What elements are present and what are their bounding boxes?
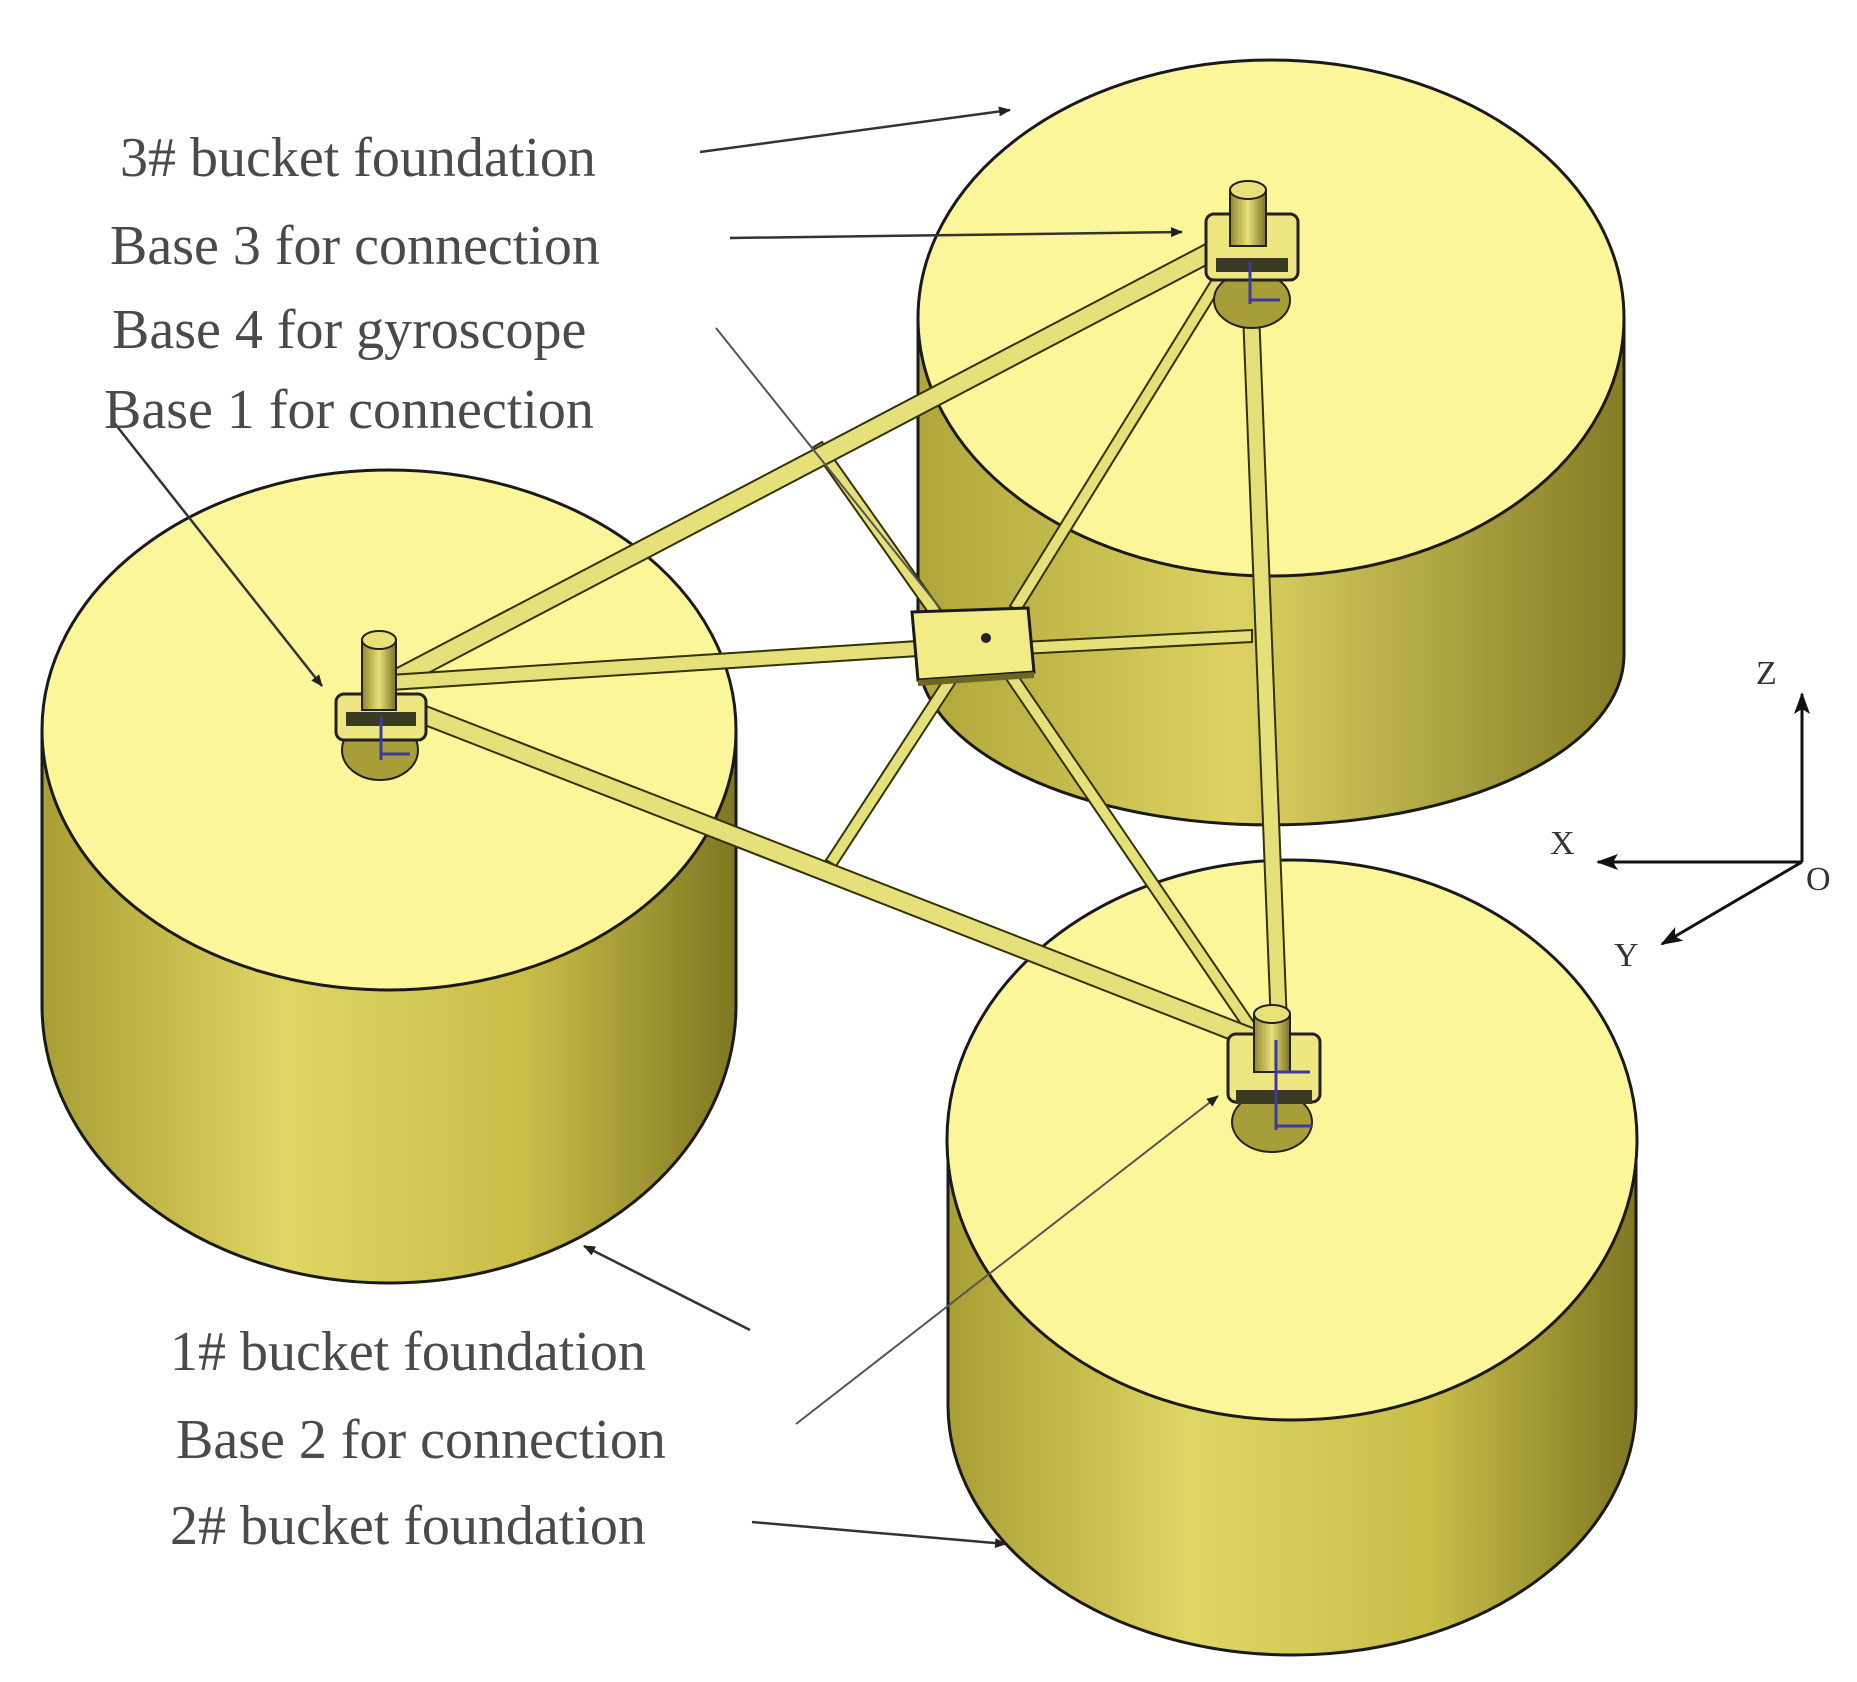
bucket-3 bbox=[916, 58, 1626, 827]
leader-bucket-1 bbox=[583, 1244, 751, 1332]
leader-bucket-2 bbox=[751, 1520, 1007, 1549]
labels: 3# bucket foundation Base 3 for connecti… bbox=[104, 127, 666, 1557]
connection-frame bbox=[374, 224, 1290, 1054]
label-bucket-2: 2# bucket foundation bbox=[170, 1495, 646, 1557]
base-1-connection bbox=[334, 630, 428, 781]
base-2-connection bbox=[1226, 1004, 1322, 1153]
leader-base-3 bbox=[729, 227, 1183, 240]
axis-z-label: Z bbox=[1756, 655, 1777, 692]
leader-bucket-3 bbox=[699, 106, 1011, 154]
leader-base-4 bbox=[715, 327, 941, 609]
label-base-1: Base 1 for connection bbox=[104, 379, 594, 441]
leader-lines bbox=[111, 106, 1219, 1549]
bucket-2 bbox=[945, 858, 1639, 1657]
label-base-4: Base 4 for gyroscope bbox=[112, 299, 586, 361]
axis-x-label: X bbox=[1550, 825, 1575, 862]
bucket-1 bbox=[40, 468, 738, 1285]
label-bucket-3: 3# bucket foundation bbox=[120, 127, 596, 189]
base-4-gyroscope bbox=[910, 606, 1036, 686]
leader-base-2 bbox=[795, 1095, 1219, 1425]
leader-base-1 bbox=[111, 419, 323, 687]
brace-4-lower-left bbox=[824, 674, 958, 868]
base-3-connection bbox=[1204, 180, 1300, 329]
label-bucket-1: 1# bucket foundation bbox=[170, 1321, 646, 1383]
label-base-3: Base 3 for connection bbox=[110, 215, 600, 277]
label-base-2: Base 2 for connection bbox=[176, 1409, 666, 1471]
coordinate-axes: Z X Y O bbox=[1550, 655, 1831, 974]
axis-y-label: Y bbox=[1614, 937, 1639, 974]
axis-origin-label: O bbox=[1806, 861, 1831, 898]
axis-y-arrow bbox=[1660, 860, 1803, 946]
